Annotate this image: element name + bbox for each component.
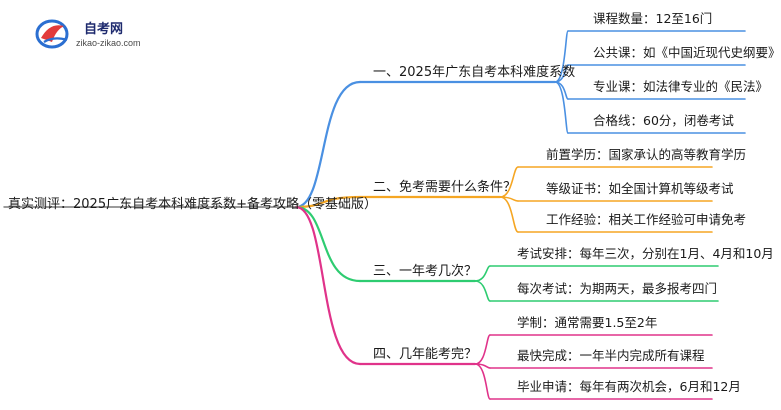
connector-branch-1-leaf-2 [499,196,519,233]
connector-branch-0-leaf-0 [554,30,569,83]
leaf-major-course[interactable]: 专业课：如法律专业的《民法》 [593,79,769,94]
connector-layer [3,30,746,400]
logo-url: zikao-zikao.com [76,38,141,48]
leaf-course-count[interactable]: 课程数量：12至16门 [593,11,713,26]
connector-branch-0-leaf-3 [554,81,569,134]
connector-branch-2-leaf-0 [474,265,491,282]
branch-exemption[interactable]: 二、免考需要什么条件？ [373,180,517,195]
branch-difficulty[interactable]: 一、2025年广东自考本科难度系数 [373,65,576,80]
logo-icon [35,19,69,49]
connector-branch-3-leaf-2 [474,363,491,400]
branch-duration[interactable]: 四、几年能考完？ [373,347,478,362]
branch-exam-frequency[interactable]: 三、一年考几次？ [373,264,478,279]
leaf-certificate[interactable]: 等级证书：如全国计算机等级考试 [546,181,734,196]
connector-branch-3-leaf-0 [474,334,491,365]
leaf-work-experience[interactable]: 工作经验：相关工作经验可申请免考 [546,212,747,227]
mindmap-canvas: 自考网 zikao-zikao.com 真实测评：2025广东自考本科难度系数+… [3,11,781,400]
connector-root-branch-3 [294,205,362,366]
leaf-each-exam[interactable]: 每次考试：为期两天，最多报考四门 [517,281,718,296]
leaf-fastest-completion[interactable]: 最快完成：一年半内完成所有课程 [517,348,705,363]
leaf-passing-line[interactable]: 合格线：60分，闭卷考试 [593,113,734,128]
connector-branch-2-leaf-1 [474,280,491,302]
leaf-public-course[interactable]: 公共课：如《中国近现代史纲要》 [593,45,781,60]
connector-root-branch-0 [294,80,362,209]
leaf-study-length[interactable]: 学制：通常需要1.5至2年 [517,315,658,330]
connector-branch-1-leaf-0 [499,166,519,198]
logo-title: 自考网 [84,22,124,37]
root-topic[interactable]: 真实测评：2025广东自考本科难度系数+备考攻略（零基础版） [8,197,377,212]
site-logo[interactable]: 自考网 zikao-zikao.com [34,16,154,52]
connector-root-branch-1 [294,195,362,209]
leaf-prior-education[interactable]: 前置学历：国家承认的高等教育学历 [546,147,747,162]
leaf-exam-schedule[interactable]: 考试安排：每年三次，分别在1月、4月和10月 [517,246,774,261]
connector-root-branch-2 [294,205,362,283]
leaf-graduation-application[interactable]: 毕业申请：每年有两次机会，6月和12月 [517,379,741,394]
